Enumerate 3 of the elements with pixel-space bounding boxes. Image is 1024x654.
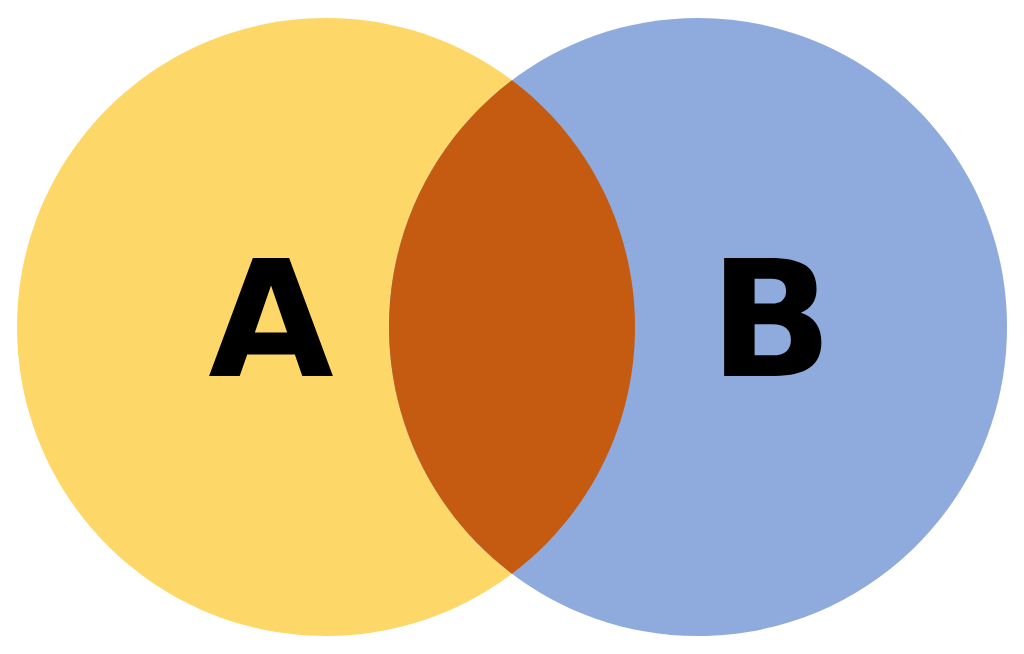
set-label: A xyxy=(209,257,333,376)
overlap-region xyxy=(389,80,635,574)
set-label: B xyxy=(724,257,822,376)
